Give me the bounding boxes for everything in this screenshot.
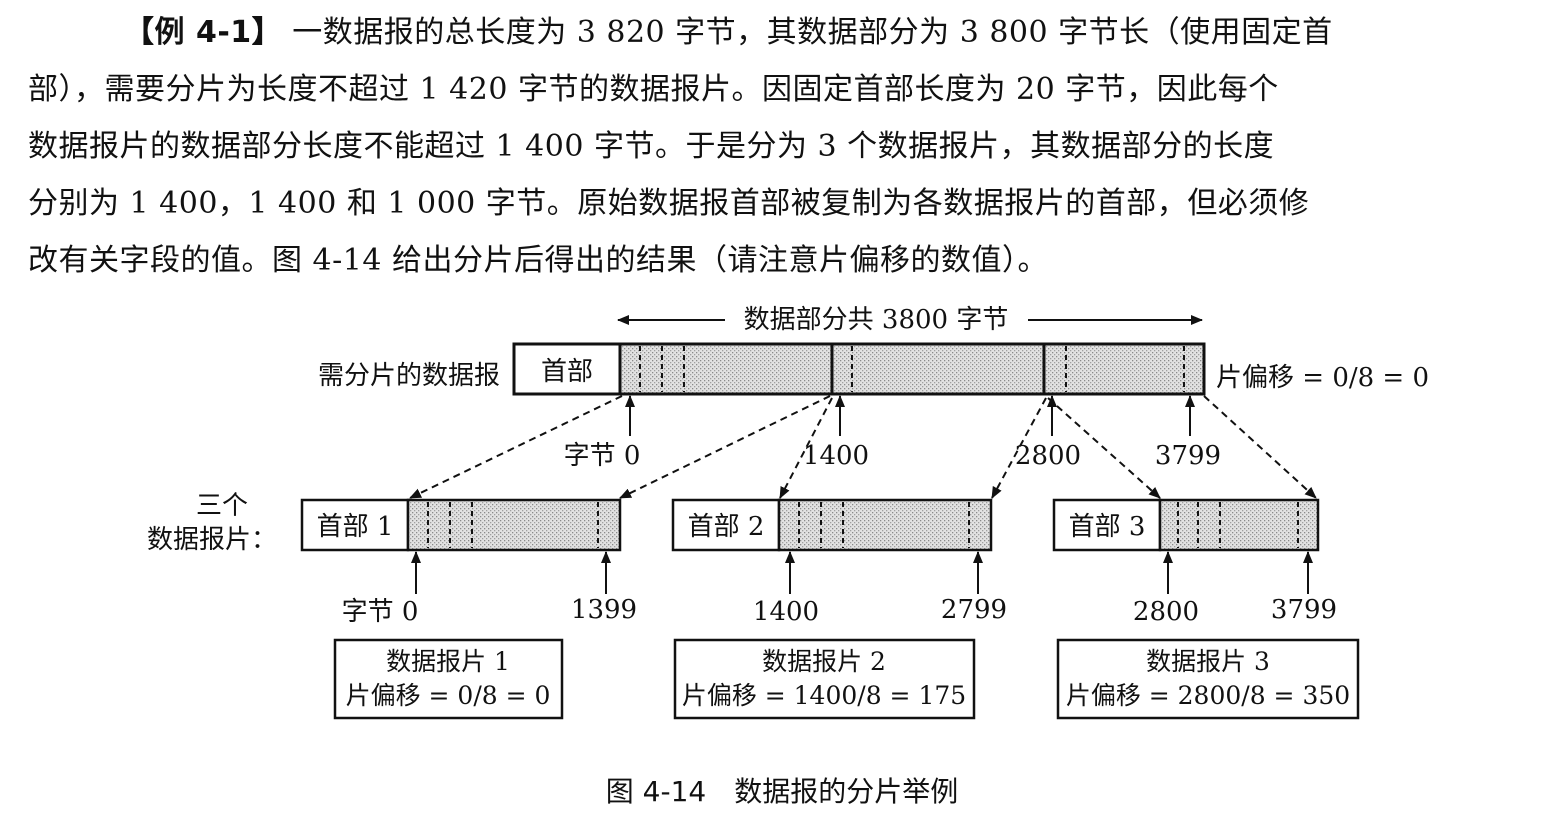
- original-dash-lines: [639, 346, 1185, 392]
- fragment-1: 首部 1 字节 0 1399 数据报片 1 片偏移 = 0/8 = 0: [300, 498, 637, 720]
- fragment-1-start-label: 字节 0: [342, 597, 419, 627]
- fragment-3-data-area: [1158, 498, 1320, 552]
- example-tag: 【例 4-1】: [124, 15, 283, 50]
- fragment-2-info-title: 数据报片 2: [762, 647, 886, 676]
- fragment-3-header-label: 首部 3: [1069, 512, 1146, 542]
- original-datagram-label: 需分片的数据报: [318, 361, 500, 391]
- fragment-1-end-label: 1399: [571, 595, 637, 625]
- fragment-1-info-title: 数据报片 1: [386, 647, 510, 676]
- original-tick-3799: 3799: [1155, 441, 1221, 471]
- fragment-1-data-area: [406, 498, 622, 552]
- original-data-area: [618, 342, 1206, 396]
- fragment-2-header-cell: [671, 498, 781, 552]
- fragment-2-end-label: 2799: [941, 595, 1007, 625]
- fragment-1-info-offset: 片偏移 = 0/8 = 0: [346, 681, 551, 710]
- fragment-3-info-box: [1056, 638, 1360, 720]
- fragment-1-header-label: 首部 1: [317, 512, 394, 542]
- map-arrow-f2-end: [991, 397, 1047, 499]
- fragment-2: 首部 2 1400 2799 数据报片 2 片偏移 = 1400/8 = 175: [671, 498, 1007, 720]
- original-header-label: 首部: [541, 357, 593, 387]
- paragraph-line-5: 改有关字段的值。图 4-14 给出分片后得出的结果（请注意片偏移的数值）。: [28, 243, 1048, 278]
- fragment-3-header-cell: [1052, 498, 1162, 552]
- map-arrow-f3-start: [1047, 397, 1161, 499]
- fragment-2-data-area: [777, 498, 993, 552]
- original-tick-2800: 2800: [1015, 441, 1081, 471]
- map-arrow-f1-start: [409, 395, 623, 499]
- original-tick-0: 字节 0: [564, 441, 641, 471]
- original-header-cell: [512, 342, 622, 396]
- fragment-3-info-title: 数据报片 3: [1146, 647, 1270, 676]
- original-tick-1400: 1400: [803, 441, 869, 471]
- fragment-3-end-label: 3799: [1271, 595, 1337, 625]
- fragments-label-line1: 三个: [196, 491, 248, 521]
- map-arrow-f2-start: [779, 397, 833, 499]
- fragment-2-info-offset: 片偏移 = 1400/8 = 175: [682, 681, 966, 710]
- fragments-label-line2: 数据报片：: [147, 525, 277, 555]
- fragment-3-start-label: 2800: [1133, 597, 1199, 627]
- original-offset-label: 片偏移 = 0/8 = 0: [1216, 363, 1429, 393]
- paragraph-line-4: 分别为 1 400，1 400 和 1 000 字节。原始数据报首部被复制为各数…: [28, 186, 1310, 221]
- paragraph-line-1: 【例 4-1】 一数据报的总长度为 3 820 字节，其数据部分为 3 800 …: [124, 15, 1333, 50]
- fragment-3-info-offset: 片偏移 = 2800/8 = 350: [1066, 681, 1350, 710]
- fragment-2-header-label: 首部 2: [688, 512, 765, 542]
- fragment-2-start-label: 1400: [753, 597, 819, 627]
- fragment-2-info-box: [673, 638, 976, 720]
- span-label: 数据部分共 3800 字节: [744, 305, 1009, 335]
- map-arrow-f3-end: [1203, 395, 1317, 499]
- paragraph-line-3: 数据报片的数据部分长度不能超过 1 400 字节。于是分为 3 个数据报片，其数…: [28, 129, 1275, 164]
- map-arrow-f1-end: [619, 395, 831, 499]
- figure-caption: 图 4-14 数据报的分片举例: [605, 775, 959, 808]
- paragraph-line-2: 部），需要分片为长度不超过 1 420 字节的数据报片。因固定首部长度为 20 …: [28, 72, 1279, 107]
- example-paragraph: 【例 4-1】 一数据报的总长度为 3 820 字节，其数据部分为 3 800 …: [28, 4, 1538, 289]
- fragment-1-info-box: [333, 638, 564, 720]
- fragment-3: 首部 3 2800 3799 数据报片 3 片偏移 = 2800/8 = 350: [1052, 498, 1360, 720]
